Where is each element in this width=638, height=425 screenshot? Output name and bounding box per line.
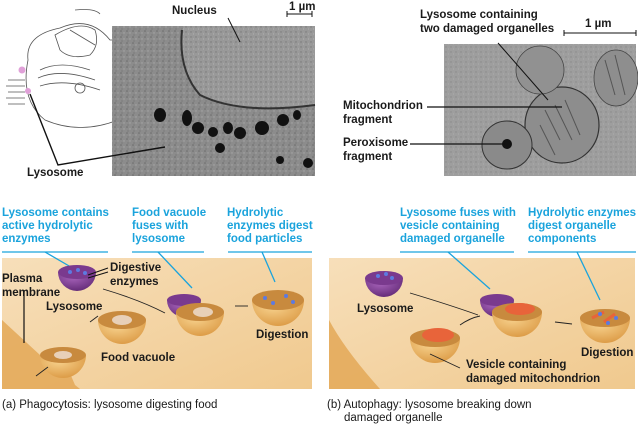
nucleus-label: Nucleus [172, 5, 217, 17]
callout-b2-line2: digest organelle [528, 220, 617, 232]
perox-label-line2: fragment [343, 151, 393, 163]
plasma-membrane-line2: membrane [2, 287, 61, 299]
digestion-label-b: Digestion [581, 347, 634, 359]
callout-a1: Lysosome contains active hydrolytic enzy… [2, 207, 109, 246]
plasma-membrane-line1: Plasma [2, 273, 43, 285]
food-vacuole-label: Food vacuole [101, 352, 176, 364]
callout-a2-line1: Food vacuole [132, 207, 207, 219]
callout-a2-line2: fuses with [132, 220, 189, 232]
caption-a: (a) Phagocytosis: lysosome digesting foo… [2, 399, 218, 411]
lysosome-dot-1 [18, 66, 26, 74]
mito-label-line1: Mitochondrion [343, 100, 423, 112]
caption-b-line2: damaged organelle [344, 412, 443, 424]
scale-bar-label-left: 1 µm [289, 1, 316, 13]
callout-a1-line1: Lysosome contains [2, 207, 109, 219]
callout-b2: Hydrolytic enzymes digest organelle comp… [528, 207, 636, 246]
digestion-label-a: Digestion [256, 329, 309, 341]
callout-b1-line3: damaged organelle [400, 233, 505, 245]
callout-a1-line2: active hydrolytic [2, 220, 93, 232]
digestive-enzymes-line2: enzymes [110, 276, 159, 288]
mitochondrion-fragment [524, 86, 600, 164]
callout-a2-line3: lysosome [132, 233, 186, 245]
callout-a2: Food vacuole fuses with lysosome [132, 207, 206, 246]
nucleus-region [181, 26, 315, 109]
callout-b2-line3: components [528, 233, 597, 245]
digestive-enzymes-line1: Digestive [110, 262, 162, 274]
lysosome-damaged-label-line1: Lysosome containing [420, 9, 538, 21]
lysosome-label-b: Lysosome [357, 303, 414, 315]
callout-a3-line2: enzymes digest [227, 220, 313, 232]
lysosome-label-top: Lysosome [27, 167, 84, 179]
vesicle-label-line1: Vesicle containing [466, 359, 567, 371]
callout-a1-line3: enzymes [2, 233, 51, 245]
mito-label-line2: fragment [343, 114, 393, 126]
lysosome-label-a: Lysosome [46, 301, 103, 313]
callout-b1: Lysosome fuses with vesicle containing d… [400, 207, 516, 246]
scale-bar-label-right: 1 µm [585, 18, 612, 30]
lysosome-granules [154, 108, 313, 168]
callout-b2-line1: Hydrolytic enzymes [528, 207, 637, 219]
lysosome-damaged-label-line2: two damaged organelles [420, 23, 555, 35]
callout-b1-line2: vesicle containing [400, 220, 500, 232]
vesicle-label-line2: damaged mitochondrion [466, 373, 601, 385]
cell-drawing [6, 9, 119, 128]
callout-a3-line1: Hydrolytic [227, 207, 284, 219]
callout-a3-line3: food particles [227, 233, 303, 245]
perox-label-line1: Peroxisome [343, 137, 409, 149]
callout-a3: Hydrolytic enzymes digest food particles [227, 207, 313, 246]
caption-b-line1: (b) Autophagy: lysosome breaking down [327, 399, 532, 411]
callout-b1-line1: Lysosome fuses with [400, 207, 516, 219]
lysosome-dot-2 [25, 88, 31, 94]
